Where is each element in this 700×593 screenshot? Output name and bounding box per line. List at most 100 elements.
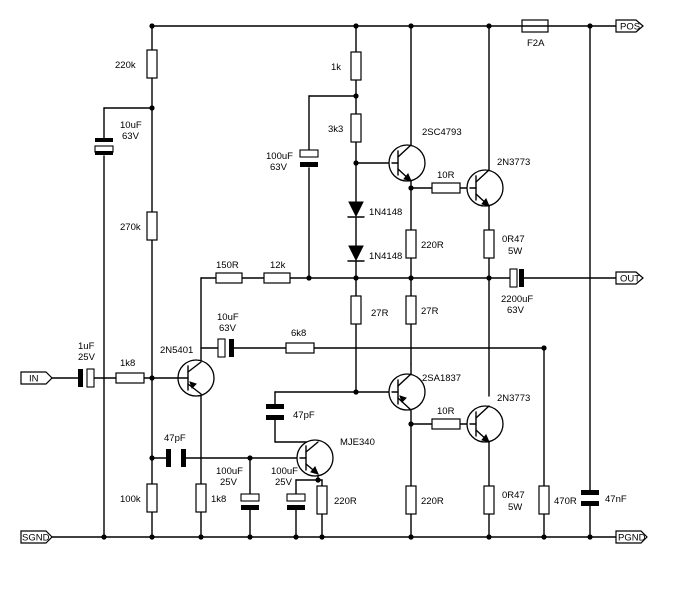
capacitor-label: 100uF <box>216 466 243 477</box>
transistor-label: MJE340 <box>340 437 375 448</box>
junction-dot <box>541 345 547 351</box>
resistor-12k: 12k <box>263 260 291 284</box>
capacitor-100uf-25v-b: 100uF 25V <box>271 466 306 510</box>
capacitor-label: 47pF <box>293 410 315 421</box>
resistor-0r47-bot: 0R47 5W <box>483 485 525 515</box>
capacitor-label: 100uF <box>266 151 293 162</box>
capacitor-label: 100uF <box>271 466 298 477</box>
resistor-label: 150R <box>216 260 239 271</box>
port-sgnd-label: SGND <box>22 533 50 544</box>
transistor-2n5401: 2N5401 <box>160 345 215 397</box>
capacitor-1uf: 1uF 25V <box>78 341 96 388</box>
resistor-220r-low: 220R <box>405 485 444 515</box>
capacitor-47pf-a: 47pF <box>266 404 315 421</box>
capacitor-47nf: 47nF <box>581 490 627 506</box>
junction-dot <box>353 93 359 99</box>
capacitor-100uf-25v-a: 100uF 25V <box>216 466 260 510</box>
transistor-label: 2N5401 <box>160 345 193 356</box>
capacitor-label: 47nF <box>605 494 627 505</box>
capacitor-label: 1uF <box>78 341 95 352</box>
resistor-label: 10R <box>437 406 455 417</box>
fuse-f2a: F2A <box>521 19 549 49</box>
resistor-0r47-top: 0R47 5W <box>483 229 525 259</box>
resistor-220r-mje: 220R <box>316 485 357 515</box>
junction-dot <box>149 23 155 29</box>
resistor-label: 1k8 <box>120 358 135 369</box>
resistor-220r-up: 220R <box>405 229 444 259</box>
port-pos: POS <box>615 19 644 33</box>
diode-1n4148-a: 1N4148 <box>347 201 402 218</box>
resistor-label: 5W <box>508 502 522 513</box>
transistor-label: 2SA1837 <box>422 373 461 384</box>
junction-dot <box>149 534 155 540</box>
resistor-label: 220k <box>115 60 136 71</box>
capacitor-100uf-63v: 100uF 63V <box>266 149 319 173</box>
fuse-label: F2A <box>527 38 545 49</box>
transistor-label: 2SC4793 <box>422 127 462 138</box>
transistor-2sc4793: 2SC4793 <box>388 127 462 182</box>
resistor-10r-up: 10R <box>431 170 461 194</box>
capacitor-label: 10uF <box>120 120 142 131</box>
capacitor-10uf-mid: 10uF 63V <box>217 312 239 358</box>
junction-dot <box>247 455 253 461</box>
junction-dot <box>353 275 359 281</box>
port-out-label: OUT <box>620 274 640 285</box>
resistor-1k8-in: 1k8 <box>115 358 145 384</box>
resistor-label: 12k <box>270 260 286 271</box>
capacitor-47pf-b: 47pF <box>164 433 186 467</box>
junction-dot <box>408 185 414 191</box>
junction-dot <box>486 275 492 281</box>
resistor-label: 100k <box>120 494 141 505</box>
wires <box>51 25 617 538</box>
junction-dot <box>247 534 253 540</box>
resistor-label: 27R <box>371 308 389 319</box>
transistor-label: 2N3773 <box>497 157 530 168</box>
junction-dot <box>353 23 359 29</box>
resistor-label: 1k8 <box>211 494 226 505</box>
capacitor-label: 63V <box>507 305 525 316</box>
capacitor-label: 25V <box>220 477 238 488</box>
resistor-470r: 470R <box>538 485 577 515</box>
resistor-label: 27R <box>421 306 439 317</box>
resistor-27r-b: 27R <box>405 295 439 325</box>
resistor-270k: 270k <box>120 211 158 241</box>
resistor-27r-a: 27R <box>350 295 389 325</box>
capacitor-label: 25V <box>78 352 96 363</box>
resistor-10r-low: 10R <box>431 406 461 430</box>
resistor-100k: 100k <box>120 483 158 513</box>
junction-dot <box>486 23 492 29</box>
resistor-label: 0R47 <box>502 490 525 501</box>
resistor-label: 10R <box>437 170 455 181</box>
junction-dot <box>587 534 593 540</box>
junction-dot <box>486 534 492 540</box>
transistor-2n3773-top: 2N3773 <box>466 157 530 207</box>
capacitor-10uf-top: 10uF 63V <box>94 120 142 155</box>
resistor-label: 220R <box>421 496 444 507</box>
capacitor-label: 25V <box>275 477 293 488</box>
capacitor-label: 63V <box>270 162 288 173</box>
resistor-label: 6k8 <box>291 328 306 339</box>
resistor-label: 270k <box>120 222 141 233</box>
junction-dot <box>198 534 204 540</box>
diode-label: 1N4148 <box>369 251 402 262</box>
junction-dot <box>293 534 299 540</box>
junction-dot <box>408 23 414 29</box>
junction-dot <box>408 534 414 540</box>
junction-dot <box>149 105 155 111</box>
junction-dot <box>408 275 414 281</box>
port-pos-label: POS <box>620 22 640 33</box>
resistor-label: 220R <box>421 240 444 251</box>
transistor-mje340: MJE340 <box>296 437 375 477</box>
port-in-label: IN <box>29 374 39 385</box>
capacitor-label: 63V <box>122 131 140 142</box>
junction-dot <box>408 421 414 427</box>
port-sgnd: SGND <box>20 530 53 544</box>
junction-dot <box>149 455 155 461</box>
resistor-label: 1k <box>331 62 341 73</box>
resistor-label: 0R47 <box>502 234 525 245</box>
capacitor-label: 63V <box>219 323 237 334</box>
junction-dot <box>541 534 547 540</box>
junction-dot <box>353 160 359 166</box>
resistor-label: 470R <box>554 496 577 507</box>
